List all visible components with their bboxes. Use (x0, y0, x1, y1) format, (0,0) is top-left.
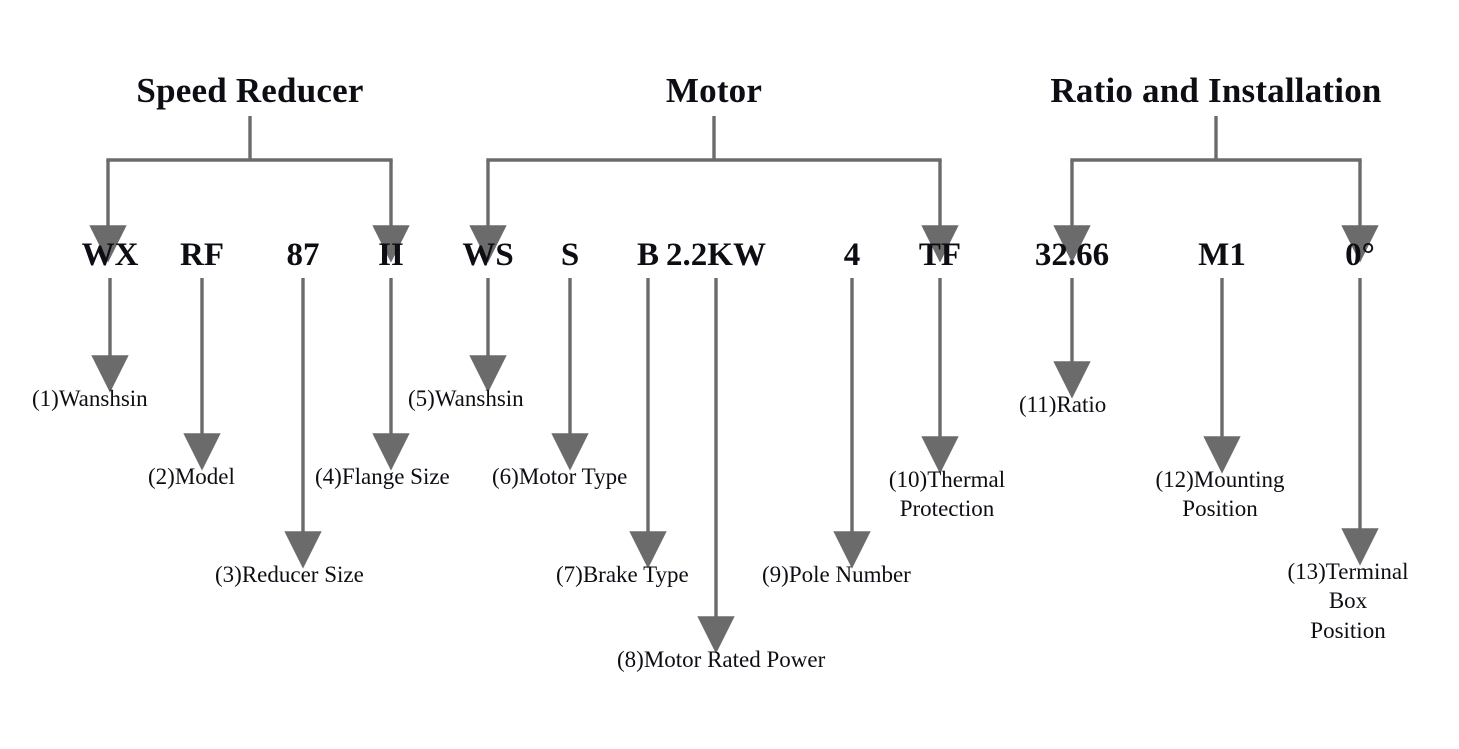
leaf-label-2-model: (2)Model (148, 464, 235, 489)
code-token-tf: TF (918, 237, 962, 273)
code-token-rf: RF (180, 237, 224, 273)
code-token-b: B (636, 237, 660, 273)
leaf-label-1-wanshsin: (1)Wanshsin (32, 386, 148, 411)
group-title-motor: Motor (665, 71, 763, 110)
code-token-ii: II (378, 237, 404, 273)
group-title-speed-reducer: Speed Reducer (136, 71, 364, 110)
leaf-label-8-motor-rated-power: (8)Motor Rated Power (617, 647, 826, 672)
code-token-ws: WS (462, 237, 514, 273)
leaf-label-7-brake-type: (7)Brake Type (556, 562, 689, 587)
leaf-label-3-reducer-size: (3)Reducer Size (215, 562, 364, 587)
code-token-3266: 32.66 (1034, 237, 1110, 273)
leaf-label-11-ratio: (11)Ratio (1019, 392, 1107, 417)
leaf-label-6-motor-type: (6)Motor Type (492, 464, 628, 489)
code-token-87: 87 (286, 237, 320, 273)
code-token-0deg: 0° (1345, 237, 1375, 273)
leaf-label-10-thermal-protection: (10)Thermal Protection (888, 467, 1006, 522)
group-title-ratio-installation: Ratio and Installation (1050, 71, 1382, 110)
code-token-4: 4 (843, 237, 861, 273)
code-token-s: S (560, 237, 580, 273)
leaf-label-4-flange-size: (4)Flange Size (315, 464, 450, 489)
leaf-label-12-mounting-position: (12)Mounting Position (1155, 467, 1285, 522)
code-token-wx: WX (81, 237, 139, 273)
leaf-label-13-terminal-box-position: (13)Terminal Box Position (1287, 559, 1409, 643)
leaf-label-9-pole-number: (9)Pole Number (762, 562, 911, 587)
code-token-22kw: 2.2KW (666, 237, 766, 273)
leaf-label-5-wanshsin: (5)Wanshsin (408, 386, 524, 411)
code-token-m1: M1 (1198, 237, 1246, 273)
